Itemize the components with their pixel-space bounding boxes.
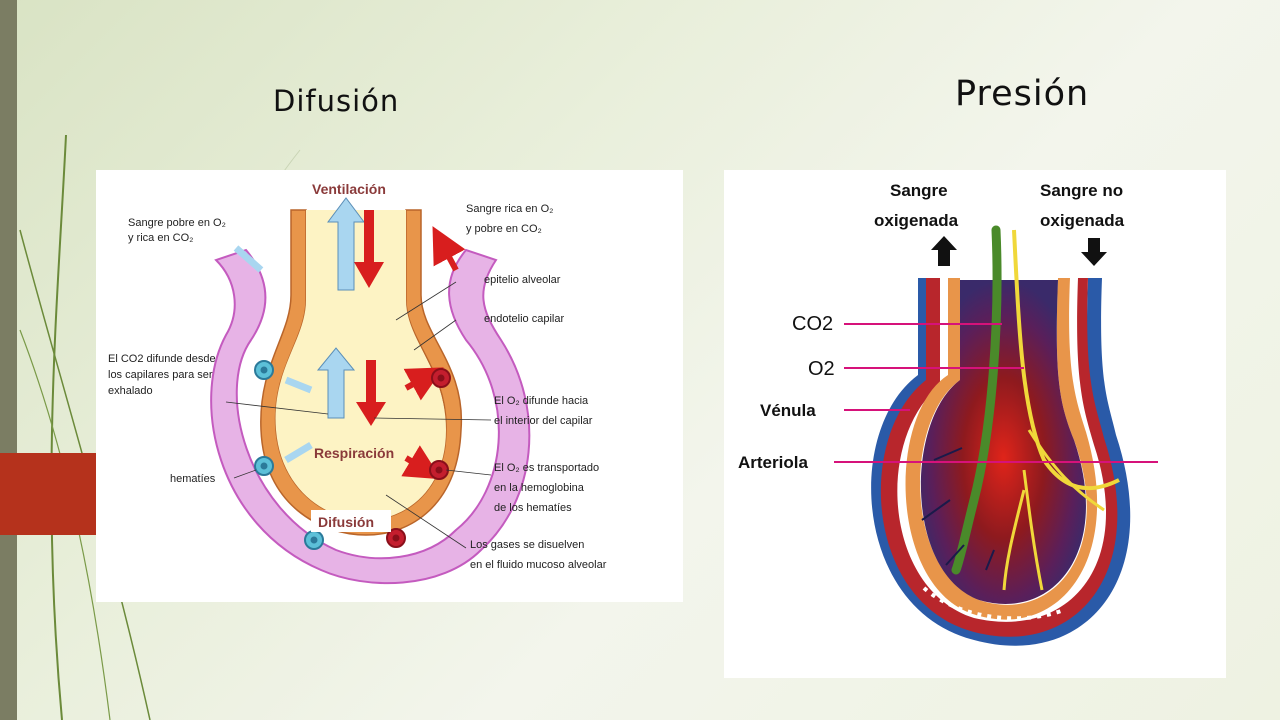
- label-ventilacion: Ventilación: [312, 181, 386, 197]
- label-hematies: hematíes: [170, 473, 216, 485]
- hematie-red-1: [431, 368, 451, 388]
- label-sangre-no-oxigenada-2: oxigenada: [1040, 211, 1125, 230]
- label-endotelio: endotelio capilar: [484, 313, 564, 325]
- label-o2-difunde-2: el interior del capilar: [494, 415, 593, 427]
- label-sangre-pobre-2: y rica en CO₂: [128, 232, 193, 244]
- alveolus-interior: [275, 210, 446, 520]
- label-co2-3: exhalado: [108, 385, 153, 397]
- label-sangre-rica-1: Sangre rica en O₂: [466, 203, 553, 215]
- ventilation-arrow-down: [354, 210, 384, 288]
- label-sangre-pobre-1: Sangre pobre en O₂: [128, 217, 226, 229]
- o2-arrow-red-top: [432, 226, 466, 272]
- label-difusion: Difusión: [318, 514, 374, 530]
- label-venula: Vénula: [760, 401, 816, 420]
- label-o2-difunde-1: El O₂ difunde hacia: [494, 395, 589, 407]
- alveolus-wall: [905, 278, 1098, 620]
- co2-arrow-blue-mid: [284, 376, 313, 394]
- title-difusion: Difusión: [273, 84, 400, 118]
- label-respiracion: Respiración: [314, 445, 394, 461]
- left-decorative-bar: [0, 0, 17, 720]
- alveolus-inner: [920, 280, 1086, 604]
- respiration-arrow-down: [356, 360, 386, 426]
- co2-arrow-blue-low: [284, 441, 313, 464]
- label-o2-transp-1: El O₂ es transportado: [494, 462, 599, 474]
- label-co2-2: los capilares para ser: [108, 369, 213, 381]
- label-gases-1: Los gases se disuelven: [470, 539, 584, 551]
- label-co2-1: El CO2 difunde desde: [108, 353, 216, 365]
- inner-arrows: [921, 447, 995, 571]
- pressure-diagram: Sangre oxigenada Sangre no oxigenada CO2…: [724, 170, 1226, 678]
- label-arteriola: Arteriola: [738, 453, 808, 472]
- label-sangre-rica-2: y pobre en CO₂: [466, 223, 542, 235]
- hematie-red-2: [429, 460, 449, 480]
- co2-arrow-blue-top: [233, 245, 264, 273]
- ventilation-arrow-up: [327, 197, 365, 291]
- label-epitelio: epitelio alveolar: [484, 274, 561, 286]
- leader-lines: [225, 281, 492, 549]
- o2-arrow-red-mid: [403, 367, 444, 401]
- label-sangre-oxigenada-1: Sangre: [890, 181, 948, 200]
- o2-arrow-red-low: [401, 445, 442, 480]
- o2-branch-2: [1022, 469, 1044, 591]
- label-o2-transp-3: de los hematíes: [494, 502, 572, 514]
- title-presion: Presión: [955, 74, 1090, 114]
- co2-path: [951, 225, 1002, 575]
- arrow-down-no-oxigenada: [1081, 238, 1107, 266]
- hematie-blue-2: [254, 456, 274, 476]
- label-co2: CO2: [792, 313, 833, 335]
- accent-block: [0, 453, 96, 535]
- label-gases-2: en el fluido mucoso alveolar: [470, 559, 607, 571]
- hematie-red-3: [386, 528, 406, 548]
- o2-branch-1: [1027, 429, 1105, 512]
- respiration-arrow-up: [316, 347, 356, 419]
- diffusion-diagram: Ventilación Respiración Difusión Sangre …: [96, 170, 683, 602]
- label-sangre-no-oxigenada-1: Sangre no: [1040, 181, 1123, 200]
- arrow-up-oxigenada: [931, 236, 957, 266]
- o2-branch-3: [1002, 489, 1026, 591]
- hematie-blue-1: [254, 360, 274, 380]
- pointer-lines: [834, 323, 1158, 463]
- label-o2: O2: [808, 358, 835, 380]
- capillary-wall: [210, 248, 531, 585]
- difusion-label-bg: [311, 510, 391, 532]
- hematie-blue-3: [304, 530, 324, 550]
- label-o2-transp-2: en la hemoglobina: [494, 482, 585, 494]
- label-sangre-oxigenada-2: oxigenada: [874, 211, 959, 230]
